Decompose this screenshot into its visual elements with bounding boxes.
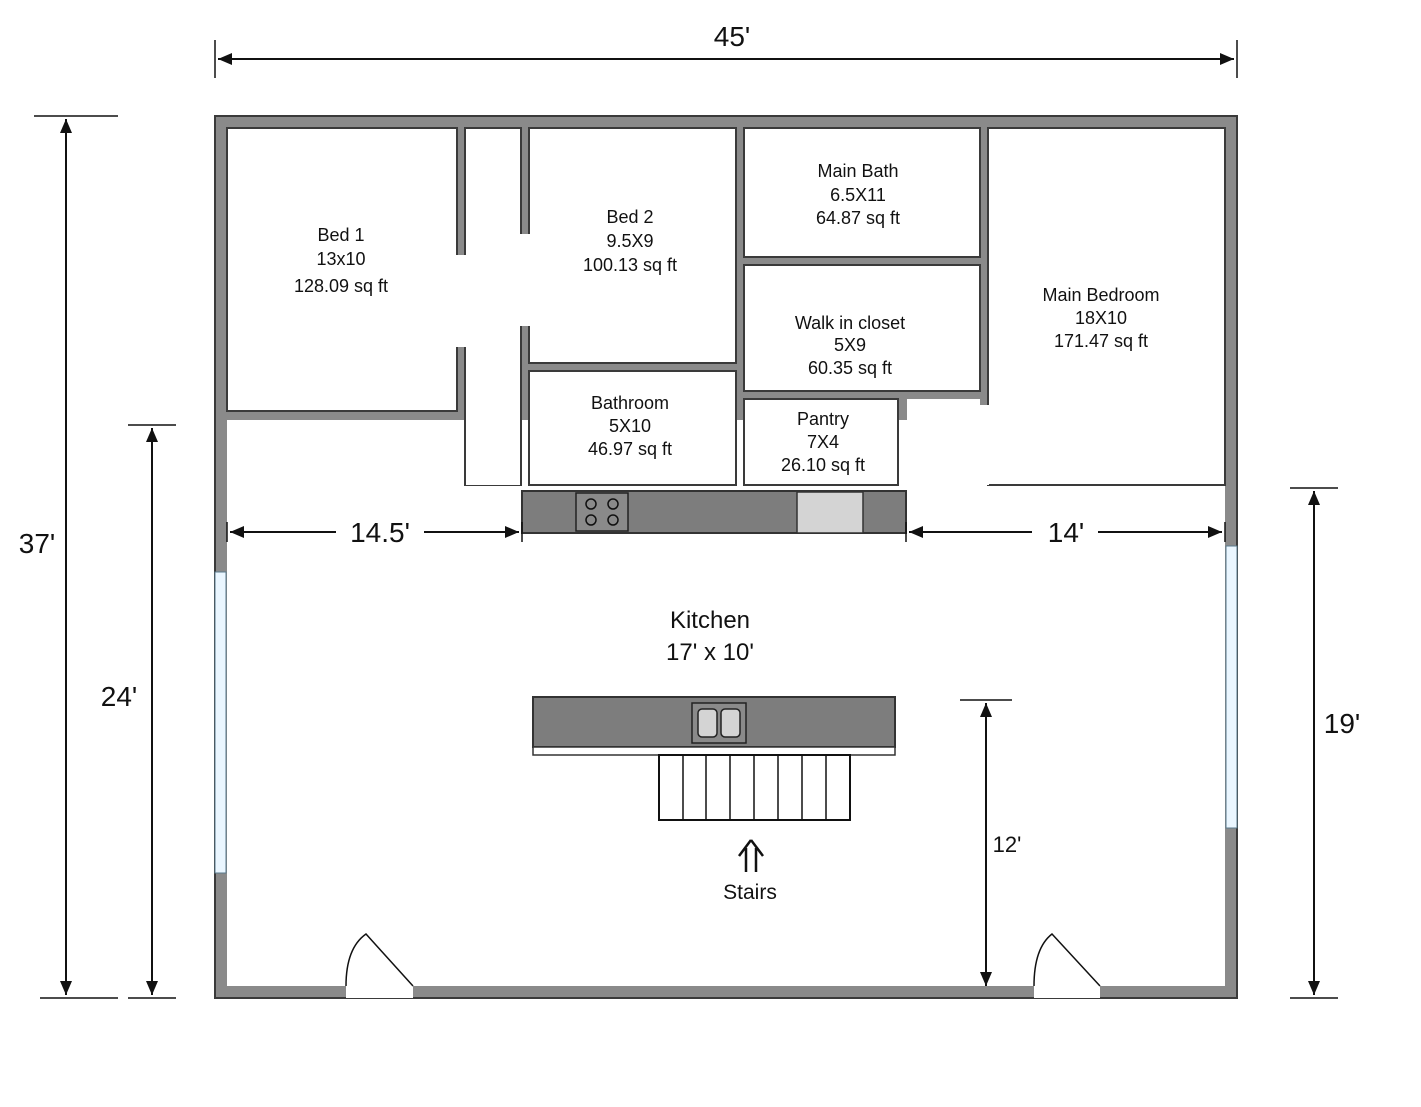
walk-in-closet-name: Walk in closet xyxy=(795,313,905,333)
front-door-left-gap xyxy=(346,986,413,998)
left-lower-label: 24' xyxy=(101,681,138,712)
front-door-right-swing xyxy=(1033,932,1101,987)
burner-1 xyxy=(585,498,597,510)
pantry-size: 7X4 xyxy=(807,432,839,452)
burner-3 xyxy=(585,514,597,526)
sink-basin-left xyxy=(697,708,718,738)
bed1-area: 128.09 sq ft xyxy=(294,276,388,296)
bed1-name: Bed 1 xyxy=(317,225,364,245)
bathroom-size: 5X10 xyxy=(609,416,651,436)
main-bath-room xyxy=(743,127,981,258)
hallway xyxy=(464,127,522,487)
kitchen-size: 17' x 10' xyxy=(666,639,754,666)
fridge xyxy=(796,491,864,534)
overall-width-label: 45' xyxy=(714,21,751,52)
dimension-right-kitchen-span xyxy=(905,522,1226,542)
bed2-name: Bed 2 xyxy=(606,207,653,227)
left-window xyxy=(214,571,227,874)
dimension-left-lower xyxy=(128,424,176,999)
main-bedroom-door xyxy=(979,405,989,485)
dimension-stairs-to-wall xyxy=(960,699,1012,986)
stairs-label: Stairs xyxy=(723,881,777,904)
burner-4 xyxy=(607,514,619,526)
bed1-size: 13x10 xyxy=(316,249,365,269)
bed2-size: 9.5X9 xyxy=(606,231,653,251)
right-window xyxy=(1225,545,1238,829)
walk-in-closet-size: 5X9 xyxy=(834,335,866,355)
sink-basin-right xyxy=(720,708,741,738)
burner-2 xyxy=(607,498,619,510)
dimension-left-kitchen-span xyxy=(226,522,523,542)
bed2-door xyxy=(520,234,530,326)
main-bedroom-name: Main Bedroom xyxy=(1042,285,1159,305)
dimension-overall-width xyxy=(214,40,1238,78)
pantry-area: 26.10 sq ft xyxy=(781,455,865,475)
left-kitchen-span-label: 14.5' xyxy=(350,517,410,548)
bathroom-name: Bathroom xyxy=(591,393,669,413)
bed1-room xyxy=(226,127,458,412)
stove xyxy=(575,492,629,532)
overall-height-label: 37' xyxy=(19,528,56,559)
kitchen-upper-right xyxy=(980,493,1225,533)
main-bedroom-size: 18X10 xyxy=(1075,308,1127,328)
walk-in-closet-area: 60.35 sq ft xyxy=(808,358,892,378)
pantry-name: Pantry xyxy=(797,409,849,429)
bathroom-area: 46.97 sq ft xyxy=(588,439,672,459)
right-kitchen-span-label: 14' xyxy=(1048,517,1085,548)
dimension-right-lower xyxy=(1290,487,1338,999)
dimension-overall-height xyxy=(34,115,118,999)
main-bath-size: 6.5X11 xyxy=(830,185,886,205)
bed2-area: 100.13 sq ft xyxy=(583,255,677,275)
stairs-up-arrow-icon xyxy=(738,839,764,872)
bathroom-room xyxy=(528,370,737,486)
walk-in-closet-room xyxy=(743,264,981,392)
front-door-right-gap xyxy=(1034,986,1100,998)
bed1-door xyxy=(456,255,466,347)
main-bath-area: 64.87 sq ft xyxy=(816,208,900,228)
island-lip xyxy=(532,746,896,756)
stairs-to-wall-label: 12' xyxy=(993,832,1022,857)
pantry-room xyxy=(743,398,899,486)
main-bedroom-area: 171.47 sq ft xyxy=(1054,331,1148,351)
kitchen-name: Kitchen xyxy=(670,607,750,634)
stairs xyxy=(658,754,851,821)
front-door-left-swing xyxy=(345,933,414,987)
main-bath-name: Main Bath xyxy=(817,161,898,181)
kitchen-upper-left xyxy=(227,420,456,500)
kitchen-upper-mid xyxy=(464,486,524,536)
pantry-corridor xyxy=(907,399,980,491)
main-bedroom-room xyxy=(987,127,1226,486)
right-lower-label: 19' xyxy=(1324,708,1361,739)
